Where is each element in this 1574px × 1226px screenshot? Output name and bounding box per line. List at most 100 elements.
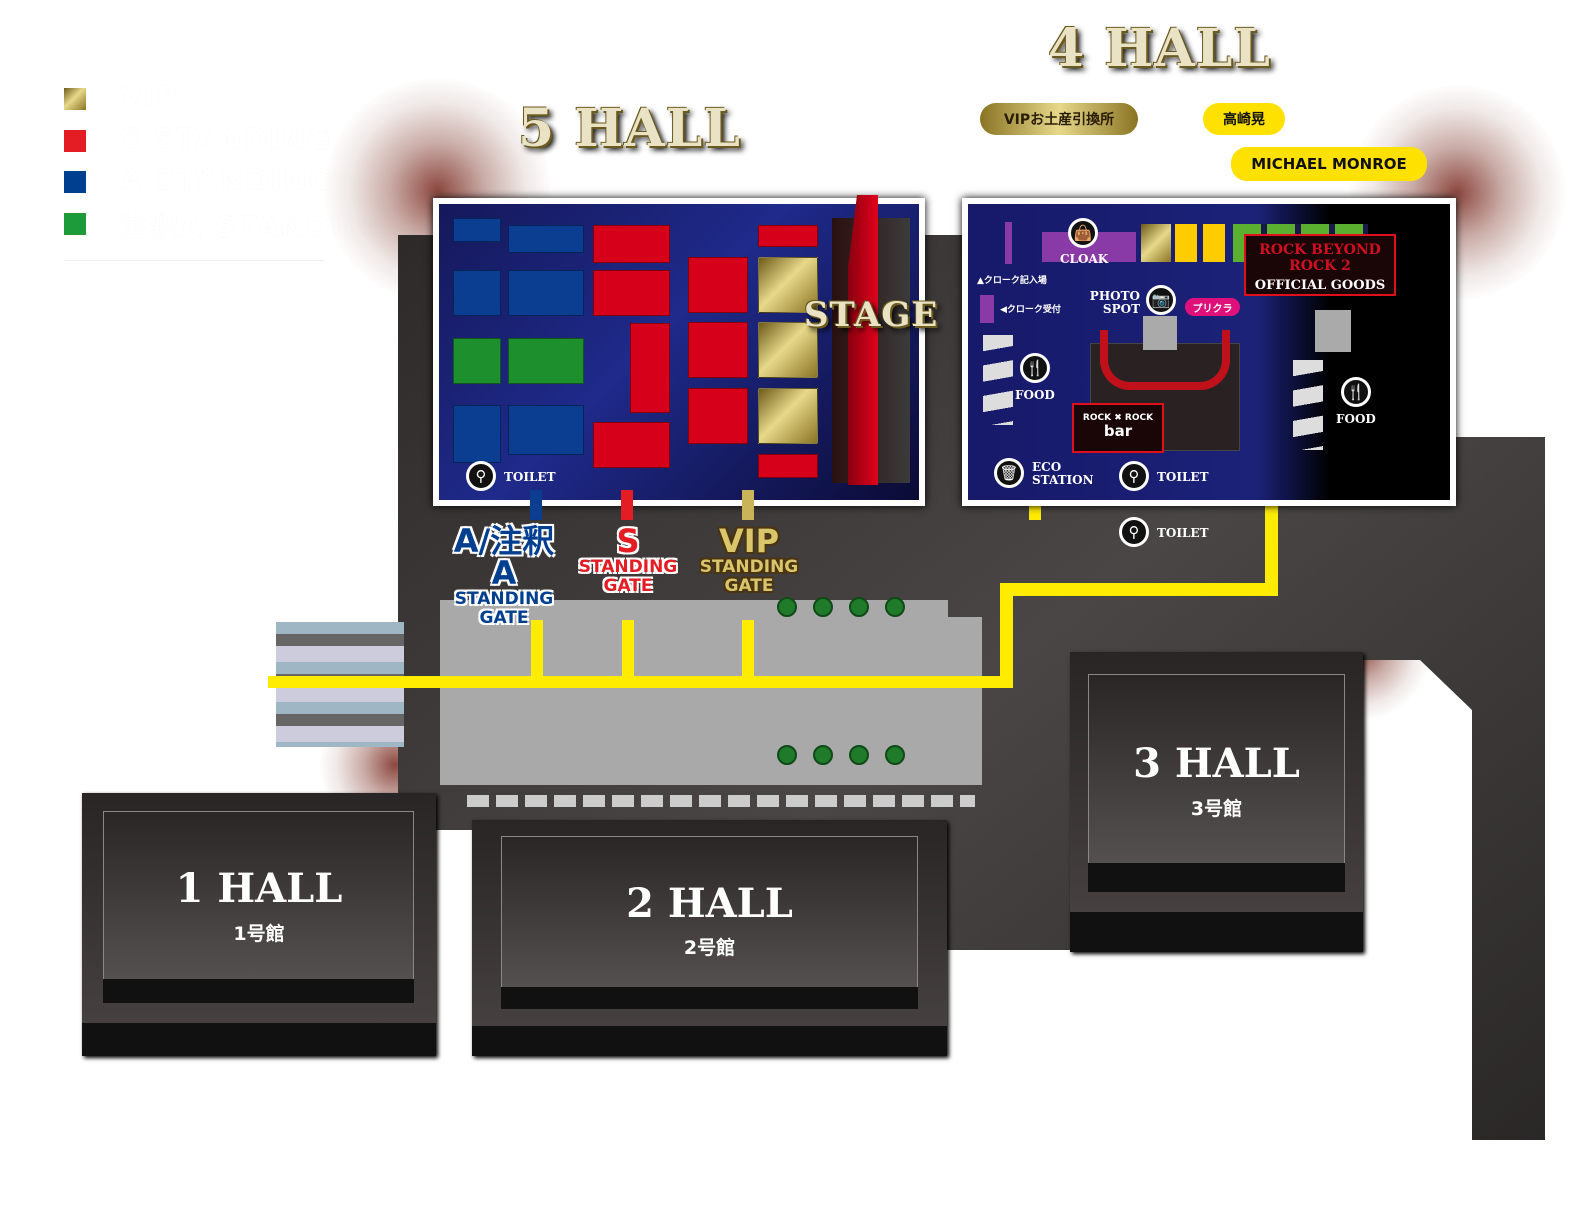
bar-label: bar <box>1103 422 1133 440</box>
hall4-subtitle: 4号館 <box>1300 43 1376 76</box>
hall-1: 1 HALL 1号館 <box>82 793 436 1056</box>
food-trucks <box>1293 360 1323 450</box>
block-a-standing <box>453 405 501 463</box>
legend-swatch-vip <box>64 88 86 110</box>
booth <box>1315 310 1351 352</box>
toilet-label: TOILET <box>1157 470 1209 484</box>
hall-2: 2 HALL 2号館 <box>472 820 947 1056</box>
gate-title: S <box>616 522 640 560</box>
food-icon: 🍴 <box>1341 377 1371 407</box>
block-s-standing <box>630 323 670 413</box>
vip-gift-tag: VIPお土産引換所 <box>980 103 1138 135</box>
gate-line1: STANDING <box>699 557 799 577</box>
goods-logo: ROCK BEYOND ROCK 2 <box>1259 242 1381 274</box>
photo-spot-label: PHOTO SPOT <box>1089 289 1140 316</box>
food-label: FOOD <box>1336 412 1376 426</box>
block-a-standing <box>453 218 501 242</box>
block-chushaku-a <box>508 338 584 384</box>
stage-label: STAGE <box>804 295 939 335</box>
legend-swatch-a <box>64 171 86 193</box>
block-a-standing <box>508 270 584 316</box>
cloak-label: CLOAK <box>1060 252 1109 266</box>
block-a-standing <box>508 225 584 253</box>
legend-label-a: A STANDING <box>120 163 334 196</box>
hall5-title: 5 HALL <box>518 98 741 159</box>
trash-icon: 🗑 <box>994 458 1024 488</box>
s-standing-gate[interactable]: S STANDING GATE <box>572 525 684 595</box>
block-s-standing <box>758 225 818 247</box>
food-trucks <box>983 335 1013 425</box>
block-s-standing <box>688 257 748 313</box>
hall-2-title: 2 HALL <box>626 880 793 927</box>
legend-divider <box>64 260 324 261</box>
block-a-standing <box>453 270 501 316</box>
a-standing-gate[interactable]: A/注釈A STANDING GATE <box>448 525 560 627</box>
goods-label: OFFICIAL GOODS <box>1254 278 1386 293</box>
tree <box>777 745 797 765</box>
vip-standing-gate[interactable]: VIP STANDING GATE <box>693 525 805 595</box>
tree <box>777 597 797 617</box>
tree <box>849 745 869 765</box>
hall-3-subtitle: 3号館 <box>1190 798 1243 820</box>
block-s-standing <box>593 270 670 316</box>
camera-icon: 📷 <box>1146 285 1176 315</box>
michael-monroe-tag: MICHAEL MONROE <box>1231 147 1427 181</box>
tree <box>813 597 833 617</box>
eco-station-label: ECO STATION <box>1032 460 1094 487</box>
official-goods-sign: ROCK BEYOND ROCK 2 OFFICIAL GOODS <box>1244 234 1396 296</box>
tree <box>813 745 833 765</box>
legend-swatch-chushaku-a <box>64 213 86 235</box>
photo-booth <box>1143 316 1177 350</box>
toilet-icon: ⚲ <box>1119 517 1149 547</box>
toilet-icon: ⚲ <box>466 461 496 491</box>
gate-line2: GATE <box>603 576 653 596</box>
hall4-title: 4 HALL <box>1048 18 1271 79</box>
cloak-entry-label: ▲クローク記入場 <box>977 276 1047 286</box>
toilet-icon: ⚲ <box>1119 461 1149 491</box>
plaza <box>440 600 982 785</box>
arrow-a-gate <box>530 490 542 520</box>
toilet-label: TOILET <box>504 470 556 484</box>
food-icon: 🍴 <box>1020 353 1050 383</box>
cloak-reception-booth <box>980 295 994 323</box>
fence <box>467 795 975 807</box>
block-vip <box>758 322 818 378</box>
cloak-reception-label: ◀クローク受付 <box>1000 305 1061 315</box>
takasaki-booth <box>1175 224 1197 262</box>
block-vip <box>758 257 818 313</box>
block-chushaku-a <box>453 338 501 384</box>
block-s-standing <box>758 454 818 478</box>
stage-set-truss <box>1100 330 1230 390</box>
hall-2-subtitle: 2号館 <box>683 937 736 959</box>
gate-line2: GATE <box>479 608 529 628</box>
food-label: FOOD <box>1015 388 1055 402</box>
monroe-booth <box>1203 224 1225 262</box>
arrow-s-gate <box>621 490 633 520</box>
gate-title: A/注釈A <box>453 522 555 592</box>
block-s-standing <box>593 225 670 263</box>
hall5-subtitle: 5号館 <box>790 120 866 153</box>
entrance-label: ENTRANCE <box>58 668 214 698</box>
block-a-standing <box>508 405 584 455</box>
purikura-tag: プリクラ <box>1185 298 1240 316</box>
rock-bar-sign: ROCK ✖ ROCK bar <box>1072 403 1164 453</box>
gate-title: VIP <box>718 522 780 560</box>
block-vip <box>758 388 818 444</box>
vip-gift-booth <box>1141 224 1171 262</box>
block-s-standing <box>688 322 748 378</box>
tree <box>849 597 869 617</box>
legend-label-vip: VIP <box>120 80 179 113</box>
cloak-booth <box>1005 222 1012 264</box>
gate-line2: GATE <box>724 576 774 596</box>
tree <box>885 597 905 617</box>
hall-1-title: 1 HALL <box>175 865 343 912</box>
cloak-bag-icon: 👜 <box>1068 218 1098 248</box>
gate-line1: STANDING <box>454 589 554 609</box>
bar-logo: ROCK ✖ ROCK <box>1082 413 1154 423</box>
stage-structure <box>848 195 878 485</box>
hall-3-title: 3 HALL <box>1133 740 1300 787</box>
tree <box>885 745 905 765</box>
outside-toilet-label: TOILET <box>1157 526 1209 540</box>
gate-line1: STANDING <box>578 557 678 577</box>
hall-1-subtitle: 1号館 <box>233 923 285 945</box>
